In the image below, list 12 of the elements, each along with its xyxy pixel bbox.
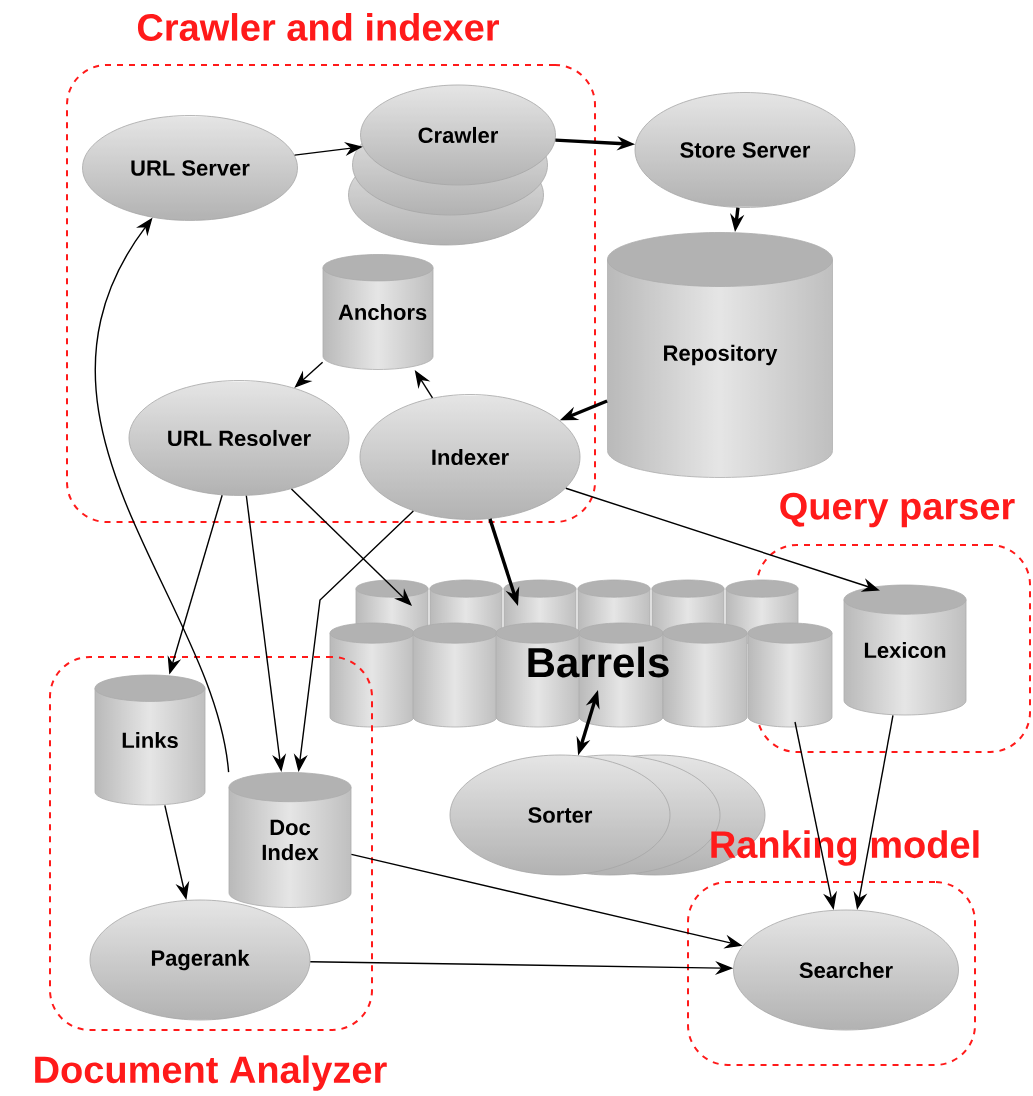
group-heading: Document Analyzer [35, 1055, 387, 1091]
node-label: Barrels [528, 646, 669, 678]
group-heading: Query parser [780, 492, 1015, 528]
cylinder: Repository [607, 232, 833, 478]
ellipse-stack: Crawler [348, 84, 556, 246]
cylinder: Links [94, 674, 206, 806]
cylinder: Anchors [322, 254, 434, 370]
arrow [290, 488, 412, 606]
cylinder: Lexicon [843, 584, 967, 716]
cylinder: Doc Index [228, 772, 352, 908]
group-heading: Crawler and indexer [137, 13, 499, 41]
barrels-drawing: Barrels [329, 579, 833, 728]
